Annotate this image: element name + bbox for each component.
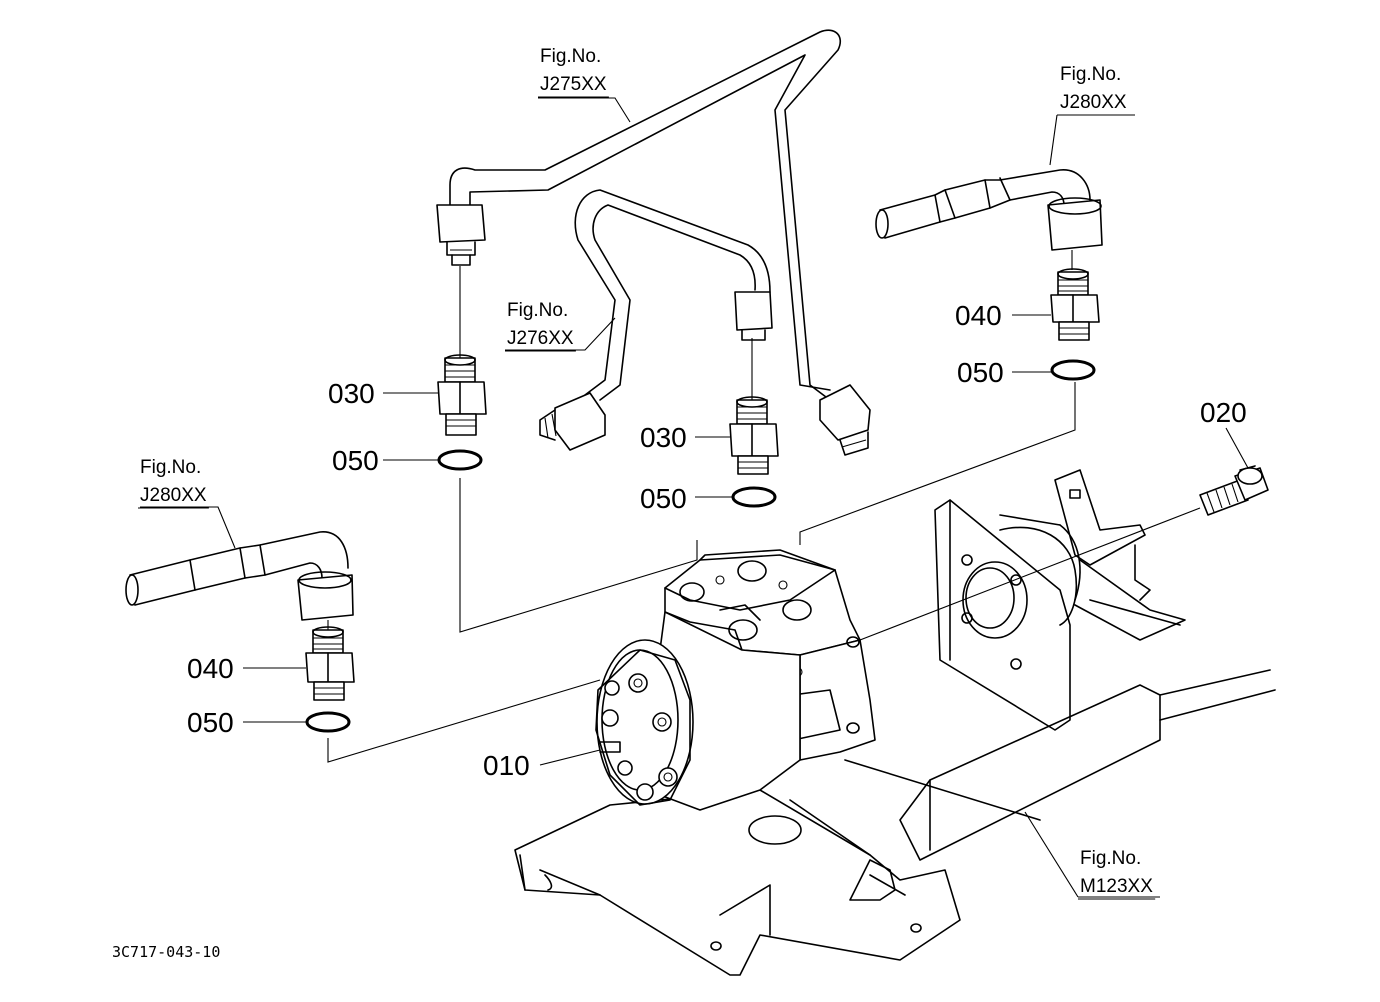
fig-ref-j276-line1: Fig.No. <box>507 300 568 321</box>
assembly-line-leader-lower <box>327 679 601 763</box>
part-label-050-left: 050 <box>332 445 379 476</box>
fig-ref-j280-left: Fig.No. J280XX <box>138 457 209 509</box>
o-ring-050-lower-left <box>305 711 351 733</box>
leader-lines <box>140 97 1249 898</box>
part-label-030-left: 030 <box>328 378 375 409</box>
steering-unit-010 <box>595 549 876 811</box>
fig-ref-j280-right: Fig.No. J280XX <box>1058 64 1129 116</box>
adaptor-040-left <box>305 626 355 701</box>
assembly-line-020 <box>859 507 1201 641</box>
fig-ref-j280-right-line2: J280XX <box>1060 92 1127 113</box>
bolt-020 <box>1199 465 1269 516</box>
part-label-030-center: 030 <box>640 422 687 453</box>
part-label-050-right: 050 <box>957 357 1004 388</box>
part-label-050-center: 050 <box>640 483 687 514</box>
fig-ref-m123: Fig.No. M123XX <box>1078 848 1156 900</box>
fig-ref-j280-right-line1: Fig.No. <box>1060 64 1121 85</box>
hydraulic-pipe-j275 <box>436 29 871 456</box>
fig-ref-m123-line2: M123XX <box>1080 876 1153 897</box>
fig-ref-j275-line1: Fig.No. <box>540 46 601 67</box>
fig-ref-j276-line2: J276XX <box>507 328 574 349</box>
o-ring-050-left <box>437 449 483 471</box>
o-ring-050-right <box>1050 359 1096 381</box>
part-label-050-lower-left: 050 <box>187 707 234 738</box>
part-label-020: 020 <box>1200 397 1247 428</box>
fig-ref-j280-left-line1: Fig.No. <box>140 457 201 478</box>
fig-ref-j276: Fig.No. J276XX <box>505 300 576 352</box>
fig-ref-m123-line1: Fig.No. <box>1080 848 1141 869</box>
assembly-line-leader-left <box>459 478 698 633</box>
fig-ref-j275: Fig.No. J275XX <box>538 46 609 98</box>
hose-j280-left <box>125 531 354 621</box>
o-ring-050-center <box>731 486 777 508</box>
drawing-code: 3C717-043-10 <box>112 943 220 961</box>
fig-ref-j280-left-line2: J280XX <box>140 485 207 506</box>
fig-ref-j275-line2: J275XX <box>540 74 607 95</box>
hydraulic-pipe-j276 <box>539 189 773 451</box>
adaptor-030-center <box>729 396 779 475</box>
hose-j280-right <box>875 169 1103 251</box>
assembly-line-leader-upper <box>799 382 1076 545</box>
part-label-040-left: 040 <box>187 653 234 684</box>
part-label-040-right: 040 <box>955 300 1002 331</box>
adaptor-030-left <box>437 354 487 436</box>
adaptor-040-right <box>1050 268 1100 341</box>
part-label-010: 010 <box>483 750 530 781</box>
end-cap-bolts <box>601 673 678 801</box>
